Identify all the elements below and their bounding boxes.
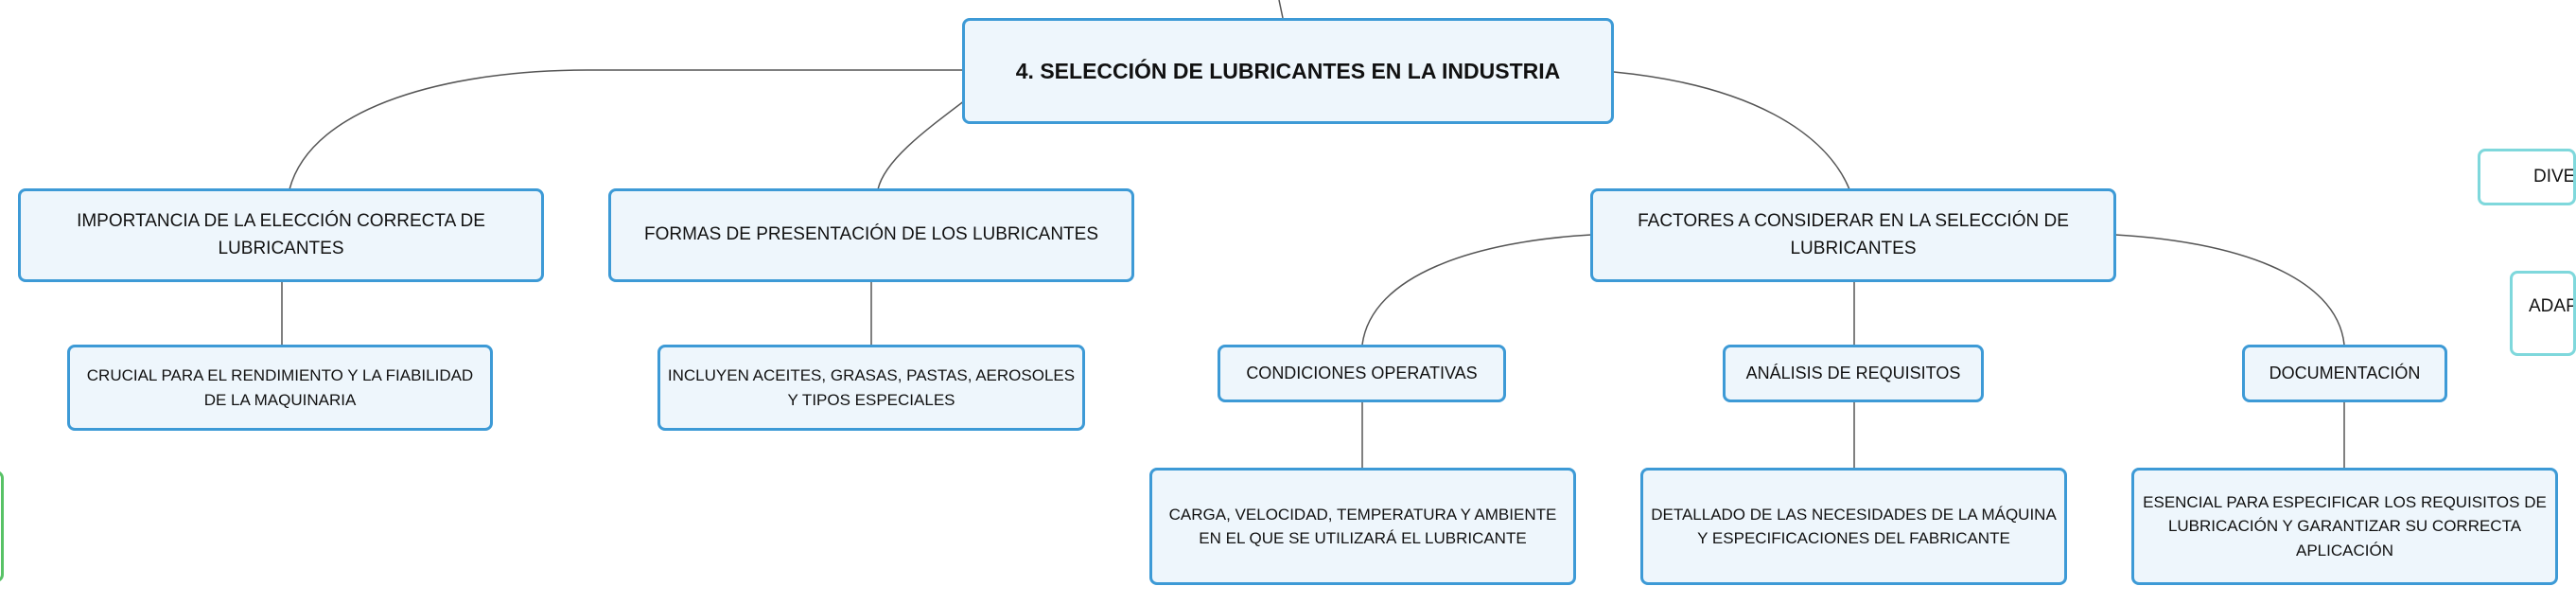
topic-formas-label: FORMAS DE PRESENTACIÓN DE LOS LUBRICANTE… [643, 224, 1098, 245]
detail-condiciones-operativas[interactable]: CARGA, VELOCIDAD, TEMPERATURA Y AMBIENTE… [1149, 468, 1576, 585]
connector-root-to-parent [1278, 0, 1284, 19]
subtopic-analisis-requisitos[interactable]: ANÁLISIS DE REQUISITOS [1723, 345, 1984, 402]
detail-analisis-requisitos[interactable]: DETALLADO DE LAS NECESIDADES DE LA MÁQUI… [1640, 468, 2067, 585]
topic-factores[interactable]: FACTORES A CONSIDERAR EN LA SELECCIÓN DE… [1590, 188, 2116, 282]
detail-analisis-requisitos-label: DETALLADO DE LAS NECESIDADES DE LA MÁQUI… [1651, 505, 2057, 548]
root-topic-label: 4. SELECCIÓN DE LUBRICANTES EN LA INDUST… [1015, 58, 1561, 83]
subtopic-condiciones-operativas-label: CONDICIONES OPERATIVAS [1246, 364, 1478, 382]
subtopic-documentacion[interactable]: DOCUMENTACIÓN [2242, 345, 2447, 402]
topic-factores-label: FACTORES A CONSIDERAR EN LA SELECCIÓN DE… [1638, 211, 2069, 258]
offscreen-topic-adapt-label: ADAPT [2529, 296, 2573, 316]
subtopic-formas-detail-label: INCLUYEN ACEITES, GRASAS, PASTAS, AEROSO… [667, 366, 1076, 409]
offscreen-topic-diver[interactable]: DIVER [2478, 149, 2576, 205]
connector-root-to-formas [877, 99, 966, 190]
connector-root-to-factores [1613, 71, 1850, 190]
detail-documentacion[interactable]: ESENCIAL PARA ESPECIFICAR LOS REQUISITOS… [2131, 468, 2558, 585]
offscreen-green-node[interactable] [0, 471, 4, 582]
connector-root-to-importancia [289, 69, 963, 190]
topic-importancia-label: IMPORTANCIA DE LA ELECCIÓN CORRECTA DE L… [77, 211, 485, 258]
offscreen-topic-adapt[interactable]: ADAPT [2510, 271, 2576, 356]
topic-importancia[interactable]: IMPORTANCIA DE LA ELECCIÓN CORRECTA DE L… [18, 188, 544, 282]
offscreen-topic-diver-label: DIVER [2533, 166, 2576, 187]
detail-condiciones-operativas-label: CARGA, VELOCIDAD, TEMPERATURA Y AMBIENTE… [1168, 505, 1557, 548]
subtopic-importancia-detail-label: CRUCIAL PARA EL RENDIMIENTO Y LA FIABILI… [86, 366, 474, 409]
subtopic-importancia-detail[interactable]: CRUCIAL PARA EL RENDIMIENTO Y LA FIABILI… [67, 345, 493, 431]
subtopic-documentacion-label: DOCUMENTACIÓN [2269, 364, 2421, 382]
subtopic-formas-detail[interactable]: INCLUYEN ACEITES, GRASAS, PASTAS, AEROSO… [657, 345, 1085, 431]
connector-factores-to-documentacion [2114, 234, 2345, 346]
subtopic-analisis-requisitos-label: ANÁLISIS DE REQUISITOS [1745, 364, 1961, 382]
topic-formas[interactable]: FORMAS DE PRESENTACIÓN DE LOS LUBRICANTE… [608, 188, 1134, 282]
detail-documentacion-label: ESENCIAL PARA ESPECIFICAR LOS REQUISITOS… [2143, 492, 2547, 560]
connector-factores-to-condiciones [1361, 234, 1592, 346]
subtopic-condiciones-operativas[interactable]: CONDICIONES OPERATIVAS [1218, 345, 1506, 402]
root-topic[interactable]: 4. SELECCIÓN DE LUBRICANTES EN LA INDUST… [962, 18, 1614, 124]
